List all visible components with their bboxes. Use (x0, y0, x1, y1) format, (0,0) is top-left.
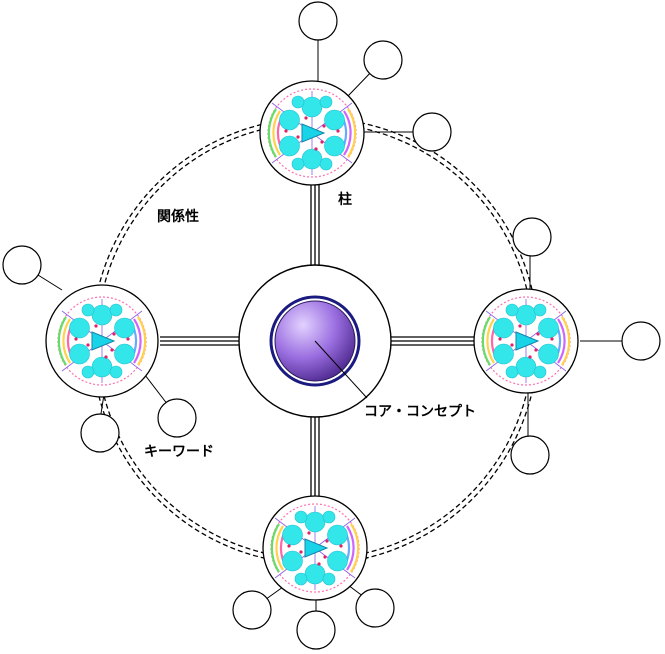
core-node (239, 265, 391, 417)
keyword-circle (81, 414, 119, 452)
keyword-circle (233, 591, 271, 629)
pillar-node-bottom (263, 496, 367, 600)
keyword-circle (511, 436, 549, 474)
relationship-label: 関係性 (157, 206, 199, 226)
pillar-node-left (46, 285, 158, 397)
keyword-circle (356, 589, 394, 627)
keyword-circle (364, 41, 402, 79)
keyword-circle (413, 113, 451, 151)
keyword-circle (158, 399, 196, 437)
pillar-node-right (474, 289, 578, 393)
keyword-label: キーワード (144, 441, 214, 461)
pillar-node-top (260, 81, 364, 185)
pillar-connector-right (389, 337, 474, 345)
pillar-connector-left (160, 337, 240, 345)
keyword-circle (3, 246, 41, 284)
pillar-connector-top (311, 183, 319, 273)
keyword-circle (622, 322, 660, 360)
core-concept-label: コア・コンセプト (364, 401, 476, 421)
pillar-label: 柱 (338, 189, 352, 209)
keyword-circle (513, 218, 551, 256)
keyword-circle (299, 2, 337, 40)
keyword-circle (297, 611, 335, 649)
